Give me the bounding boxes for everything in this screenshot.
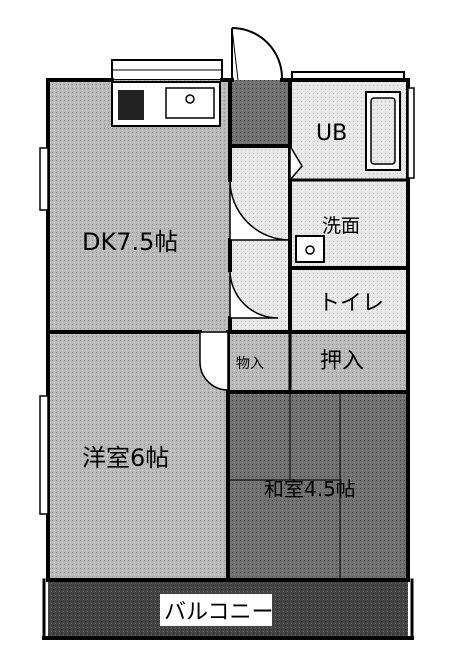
closet-label: 押入 — [320, 349, 364, 374]
balcony-label-box: バルコニー — [160, 594, 274, 626]
washroom-label: 洗面 — [322, 215, 360, 237]
closet-small-label: 物入 — [236, 356, 264, 372]
bathtub — [365, 91, 401, 171]
balcony-label: バルコニー — [164, 600, 274, 625]
dk-label: DK7.5帖 — [82, 228, 178, 256]
tatami-lines — [228, 392, 341, 578]
closet-small-floor — [228, 332, 290, 392]
door-swings — [199, 143, 303, 391]
western-label: 洋室6帖 — [82, 444, 169, 472]
japanese-label: 和室4.5帖 — [264, 477, 356, 501]
japanese-floor — [228, 392, 408, 578]
entrance-door — [231, 27, 283, 81]
top-windows — [111, 59, 405, 81]
closet-floor — [290, 332, 408, 392]
side-windows — [39, 87, 415, 515]
toilet-label: トイレ — [318, 291, 384, 316]
kitchen-counter — [111, 81, 221, 127]
western-floor — [48, 332, 228, 578]
entry-floor — [230, 80, 290, 146]
toilet-floor — [290, 268, 408, 332]
bath-label: UB — [316, 121, 347, 146]
washbasin — [295, 235, 325, 263]
